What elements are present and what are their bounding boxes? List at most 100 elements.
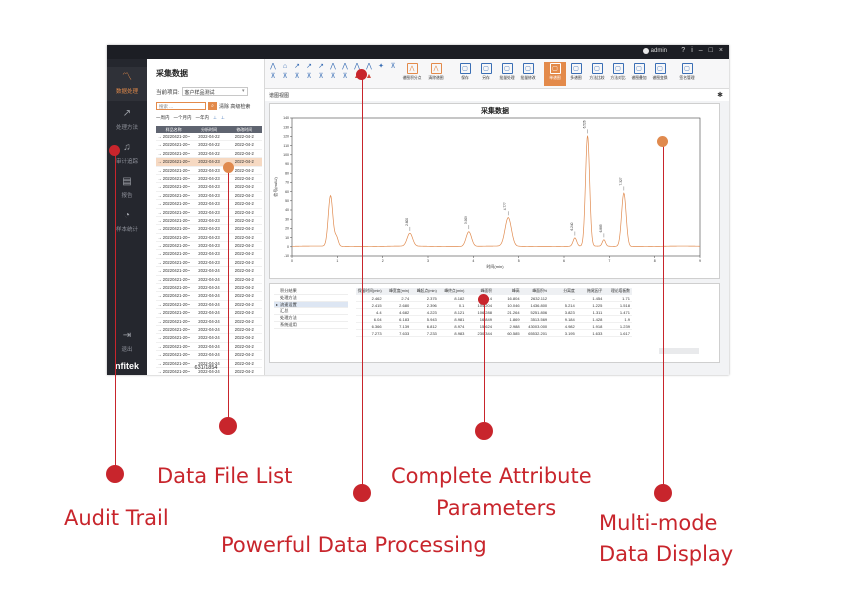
- maximize-icon[interactable]: □: [708, 47, 713, 54]
- nav-item-audit-trail[interactable]: ♫ 审计追踪: [107, 137, 147, 171]
- column-header[interactable]: 分离度: [563, 289, 575, 293]
- column-header[interactable]: 峰终点(min): [444, 289, 465, 293]
- column-header[interactable]: 峰宽度(min): [389, 289, 410, 293]
- table-row[interactable]: 4.44.6824.2238.121106.28821.2645251.8063…: [356, 309, 632, 316]
- minimize-icon[interactable]: –: [698, 47, 703, 54]
- tool-icon[interactable]: ⊼: [390, 63, 396, 70]
- toolbar-button[interactable]: ▢多谱图: [565, 62, 587, 86]
- results-side-item[interactable]: 处理方法: [274, 295, 348, 302]
- import-icon[interactable]: ⊥: [213, 115, 217, 120]
- tab-month[interactable]: 一个月内: [173, 115, 192, 120]
- tool-icon[interactable]: ✦: [378, 63, 384, 70]
- column-header[interactable]: 样品名称: [165, 127, 182, 132]
- tool-icon[interactable]: ⋀: [342, 63, 348, 70]
- toolbar-button[interactable]: ▢保存: [454, 62, 476, 86]
- toolbar-button[interactable]: ▢批量处理: [496, 62, 518, 86]
- toolbar-button[interactable]: ▢谱图叠加: [628, 62, 650, 86]
- tool-icon[interactable]: ⊼: [270, 73, 276, 80]
- nav-item-report[interactable]: ▤ 报告: [107, 171, 147, 205]
- search-button[interactable]: ⌕: [208, 102, 217, 110]
- tool-icon[interactable]: ⋀: [366, 63, 372, 70]
- toolbar-button[interactable]: ▢方法对比: [607, 62, 629, 86]
- tool-icon[interactable]: ⊼: [306, 73, 312, 80]
- toolbar-button[interactable]: ▢单谱图: [544, 62, 566, 86]
- search-input[interactable]: 搜索 ...: [156, 102, 206, 110]
- toolbar-button[interactable]: ▢签名管理: [676, 62, 698, 86]
- help-icon[interactable]: ?: [681, 47, 686, 54]
- toolbar-button[interactable]: ▢批量修改: [517, 62, 539, 86]
- tool-icon[interactable]: ⊼: [342, 73, 348, 80]
- column-header[interactable]: 峰起点(min): [416, 289, 437, 293]
- tool-icon[interactable]: ⊼: [330, 73, 336, 80]
- column-header[interactable]: 分析时间: [200, 127, 217, 132]
- column-header[interactable]: 保留时间(min): [357, 289, 382, 293]
- tool-icon[interactable]: ▲: [365, 73, 373, 80]
- tab-week[interactable]: 一周内: [156, 115, 170, 120]
- tool-icon[interactable]: ⊼: [318, 73, 324, 80]
- toolbar-button[interactable]: ⋀清除谱图: [425, 62, 447, 86]
- column-header[interactable]: 峰面积: [480, 289, 492, 293]
- nav-item-methods[interactable]: ↗ 处理方法: [107, 103, 147, 137]
- column-header[interactable]: 峰面积%: [532, 289, 548, 293]
- table-row[interactable]: 7.2737.6337.2338.983230.34460.58565532.2…: [356, 330, 632, 337]
- user-menu[interactable]: admin: [642, 48, 667, 54]
- export-icon[interactable]: ⊥: [220, 115, 225, 120]
- results-side-item[interactable]: ▸流速设置: [274, 301, 348, 309]
- toolbar-button[interactable]: ▢方法比较: [586, 62, 608, 86]
- tool-icon[interactable]: ↗: [294, 63, 300, 70]
- column-header[interactable]: 峰高: [511, 289, 520, 293]
- column-header[interactable]: 修改时间: [236, 127, 253, 132]
- results-side-item[interactable]: 系统适用: [274, 322, 348, 329]
- column-header[interactable]: 理论塔板数: [610, 289, 630, 293]
- info-icon[interactable]: i: [691, 47, 693, 54]
- table-row[interactable]: 2.4152.6802.3960.1104.20410.0461436.8005…: [356, 302, 632, 309]
- tool-icon[interactable]: ⊼: [282, 73, 288, 80]
- toolbar-button[interactable]: ⋀谱图积分点: [401, 62, 423, 86]
- tool-icon[interactable]: ⋀: [330, 63, 336, 70]
- gear-icon[interactable]: ✱: [717, 92, 723, 99]
- nav-item-exit[interactable]: ⇥ 退出: [107, 325, 147, 359]
- project-dropdown[interactable]: 客户样品测试: [181, 87, 248, 96]
- toolbar-button[interactable]: ▢谱图变换: [649, 62, 671, 86]
- results-side-item[interactable]: 积分结果: [274, 288, 348, 295]
- results-side-item[interactable]: 汇总: [274, 308, 348, 316]
- tool-icon[interactable]: ↗: [318, 63, 324, 70]
- tool-icon[interactable]: ⊼: [294, 73, 300, 80]
- tool-icon[interactable]: ↗: [306, 63, 312, 70]
- toolbar-button[interactable]: ▢另存: [475, 62, 497, 86]
- close-icon[interactable]: ×: [718, 47, 723, 54]
- horizontal-scrollbar[interactable]: [659, 348, 699, 354]
- nav-item-statistics[interactable]: ◔ 样本统计: [107, 205, 147, 239]
